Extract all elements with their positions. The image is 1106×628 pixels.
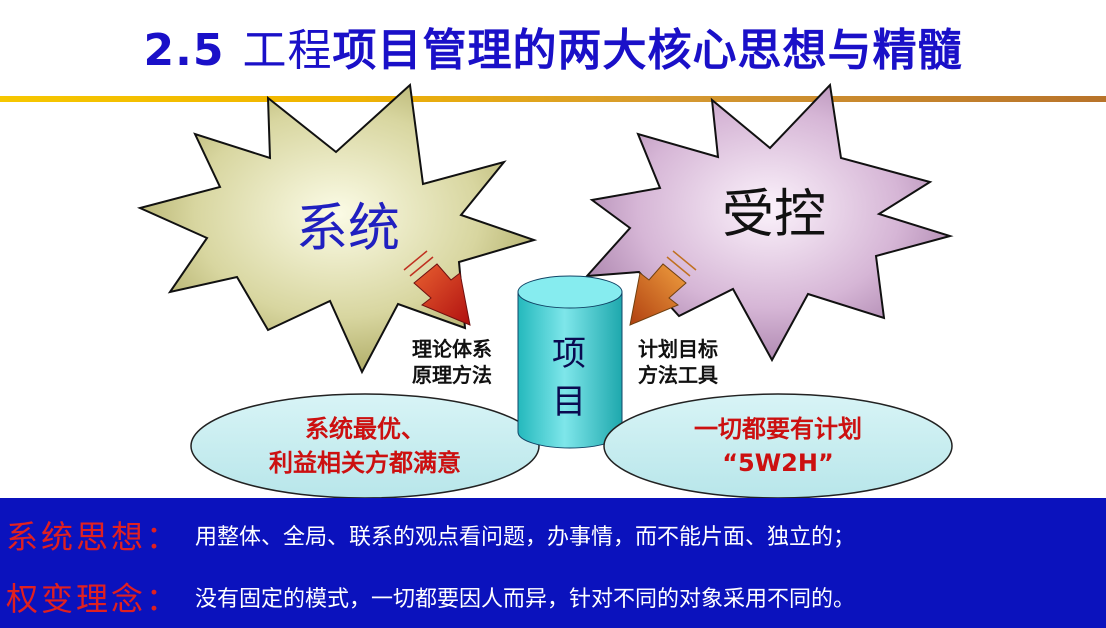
ellipse-right-line2: “5W2H” <box>722 449 834 477</box>
title-main: 项目管理的两大核心思想与精髓 <box>332 25 963 76</box>
left-note-line2: 原理方法 <box>412 363 492 387</box>
right-note-line1: 计划目标 <box>638 337 718 361</box>
arrow-left <box>403 250 471 326</box>
principle-text-systems: 用整体、全局、联系的观点看问题，办事情，而不能片面、独立的； <box>195 525 856 550</box>
cylinder-label-2: 目 <box>552 382 586 422</box>
ellipse-left-line2: 利益相关方都满意 <box>269 449 461 477</box>
page-title: 2.5 工程项目管理的两大核心思想与精髓 <box>0 14 1106 78</box>
bottom-panel: 系统思想： 用整体、全局、联系的观点看问题，办事情，而不能片面、独立的； 权变理念… <box>0 498 1106 628</box>
arrow-right <box>629 250 697 326</box>
starburst-right <box>584 82 954 363</box>
burst-left-label: 系统 <box>296 199 401 259</box>
ellipse-right-line1: 一切都要有计划 <box>694 415 862 443</box>
left-note-line1: 理论体系 <box>412 337 492 361</box>
principle-row-contingency: 权变理念： 没有固定的模式，一切都要因人而异，针对不同的对象采用不同的。 <box>6 574 855 620</box>
right-note-line2: 方法工具 <box>638 363 718 387</box>
ellipse-left-text: 系统最优、 利益相关方都满意 <box>200 412 530 480</box>
right-note: 计划目标 方法工具 <box>638 336 718 388</box>
title-number: 2.5 <box>143 25 225 76</box>
left-note: 理论体系 原理方法 <box>412 336 492 388</box>
ellipse-right-text: 一切都要有计划 “5W2H” <box>626 412 930 480</box>
ellipse-left-line1: 系统最优、 <box>305 415 425 443</box>
cylinder-label-1: 项 <box>552 334 586 374</box>
principle-row-systems: 系统思想： 用整体、全局、联系的观点看问题，办事情，而不能片面、独立的； <box>6 512 855 558</box>
principle-text-contingency: 没有固定的模式，一切都要因人而异，针对不同的对象采用不同的。 <box>195 587 856 612</box>
principle-label-contingency: 权变理念： <box>6 580 182 618</box>
burst-right-label: 受控 <box>722 185 827 245</box>
principle-label-systems: 系统思想： <box>6 518 182 556</box>
title-divider <box>0 96 1106 102</box>
cylinder-project <box>517 275 623 449</box>
title-lead: 工程 <box>242 25 333 76</box>
